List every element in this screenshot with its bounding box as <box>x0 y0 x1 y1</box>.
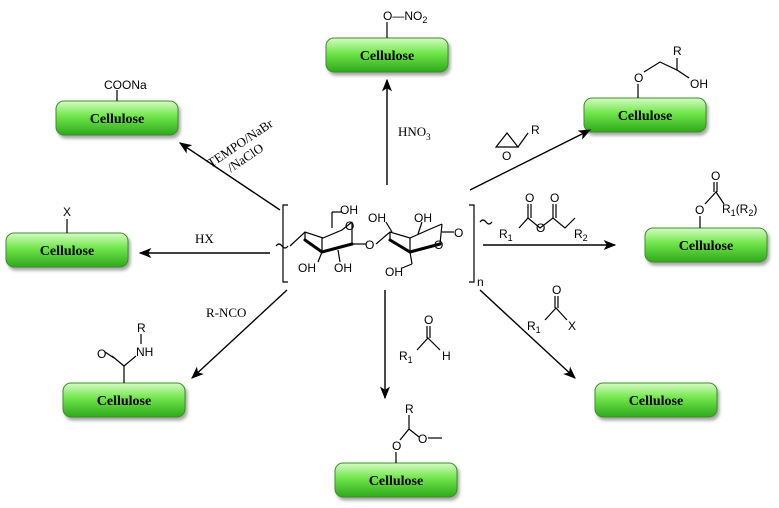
bracket-left <box>282 204 288 283</box>
svg-text:OH: OH <box>340 203 358 217</box>
svg-text:O: O <box>345 219 354 233</box>
svg-text:O: O <box>365 238 374 252</box>
svg-text:O: O <box>392 439 401 453</box>
svg-text:R: R <box>531 123 540 137</box>
pill-top-left: Cellulose <box>55 100 179 136</box>
svg-text:O—NO2: O—NO2 <box>383 9 427 25</box>
pill-bottom-right-label: Cellulose <box>629 394 683 409</box>
svg-text:R2: R2 <box>574 227 588 243</box>
pill-bottom-right: Cellulose <box>594 382 718 418</box>
group-carbamate: O NH R <box>97 321 153 383</box>
bracket-right <box>469 204 475 283</box>
pill-top-left-label: Cellulose <box>90 112 144 127</box>
svg-text:OH: OH <box>298 261 316 275</box>
arrow-top-left <box>178 142 281 211</box>
pill-left: Cellulose <box>5 232 129 268</box>
svg-text:R1(R2): R1(R2) <box>722 202 757 218</box>
arrow-bottom-left <box>191 289 288 379</box>
svg-text:R1: R1 <box>399 349 413 365</box>
svg-text:X: X <box>568 319 576 333</box>
repeat-n: n <box>477 275 484 289</box>
svg-text:O: O <box>552 283 561 297</box>
svg-text:OH: OH <box>690 77 708 91</box>
group-ester: O O R1(R2) <box>695 169 757 228</box>
pill-right-label: Cellulose <box>679 239 733 254</box>
pill-bottom-left-label: Cellulose <box>97 394 151 409</box>
svg-text:R1: R1 <box>499 227 513 243</box>
pill-bottom-label: Cellulose <box>369 474 423 489</box>
svg-text:O: O <box>418 432 427 446</box>
svg-text:COONa: COONa <box>104 78 147 92</box>
svg-text:O: O <box>424 313 433 327</box>
svg-text:X: X <box>63 205 71 219</box>
svg-text:O: O <box>695 203 704 217</box>
pill-bottom: Cellulose <box>334 462 458 498</box>
svg-text:OH: OH <box>385 265 403 279</box>
svg-text:H: H <box>442 349 451 363</box>
svg-text:NH: NH <box>136 345 153 359</box>
svg-text:O: O <box>97 347 106 361</box>
reagent-aldehyde: R1 O H <box>399 313 451 365</box>
group-halide: X <box>63 205 71 233</box>
pill-top: Cellulose <box>325 37 449 73</box>
svg-text:O: O <box>502 149 511 163</box>
arrow-top-right <box>469 129 592 191</box>
reagent-rnco: R-NCO <box>206 305 246 320</box>
reagent-acyl-halide: R1 O X <box>527 283 576 335</box>
group-carboxylate: COONa <box>104 78 147 101</box>
reagent-anhydride: R1 O O O R2 <box>499 191 588 243</box>
svg-text:O: O <box>634 71 643 85</box>
reagent-tempo: TEMPO/NaBr /NaClO <box>204 115 276 175</box>
pill-top-right: Cellulose <box>583 97 707 133</box>
group-nitrate: O—NO2 <box>383 9 427 38</box>
reagent-hx: HX <box>195 231 214 246</box>
svg-text:O: O <box>711 169 720 183</box>
svg-text:OH: OH <box>368 211 386 225</box>
svg-text:OH: OH <box>334 261 352 275</box>
cellobiose-repeat-unit: n O OH OH OH O O OH OH OH O <box>275 203 493 289</box>
reagent-hno3: HNO3 <box>398 124 431 142</box>
group-acetal: O R O <box>392 402 442 463</box>
svg-text:O: O <box>536 221 545 235</box>
reagent-epoxide: O R <box>494 123 540 163</box>
pill-top-label: Cellulose <box>360 49 414 64</box>
pill-right: Cellulose <box>644 227 768 263</box>
svg-text:O: O <box>434 238 443 252</box>
svg-text:OH: OH <box>414 211 432 225</box>
svg-text:R: R <box>405 402 414 416</box>
svg-text:R: R <box>673 44 682 58</box>
svg-text:R: R <box>137 321 146 335</box>
group-hydroxyalkyl: O R OH <box>634 44 708 98</box>
pill-top-right-label: Cellulose <box>618 109 672 124</box>
arrow-bottom-right <box>479 289 576 379</box>
svg-text:O: O <box>550 191 559 205</box>
svg-text:O: O <box>454 226 463 240</box>
svg-text:R1: R1 <box>527 319 541 335</box>
svg-text:O: O <box>525 191 534 205</box>
pill-bottom-left: Cellulose <box>62 382 186 418</box>
pill-left-label: Cellulose <box>40 244 94 259</box>
